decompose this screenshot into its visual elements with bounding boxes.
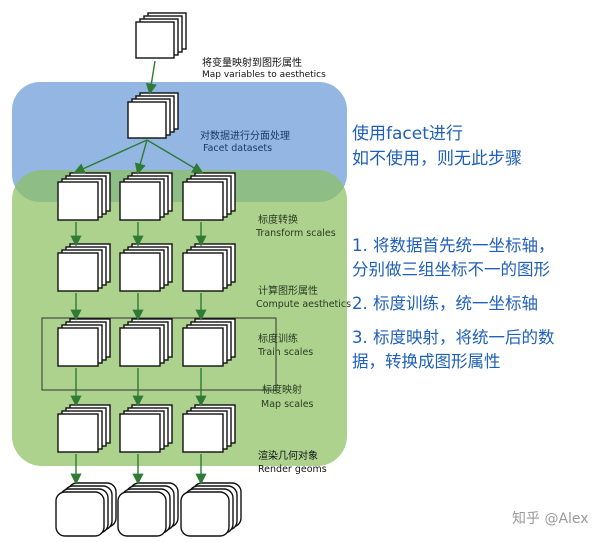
step-3: 3. 标度映射，将统一后的数 据，转换成图形属性	[352, 326, 555, 374]
step-1: 1. 将数据首先统一坐标轴， 分别做三组坐标不一的图形	[352, 234, 555, 282]
label-map-scales-en: Map scales	[261, 399, 314, 410]
label-facet-datasets: 对数据进行分面处理 Facet datasets	[200, 129, 290, 154]
pipeline-arrows	[70, 60, 207, 485]
step-2: 2. 标度训练，统一坐标轴	[352, 292, 555, 316]
arrow-raw-to-mapped	[145, 60, 157, 95]
step-1-line-1: 1. 将数据首先统一坐标轴，	[352, 236, 555, 255]
geom-stack-1	[55, 482, 117, 537]
label-transform-scales-zh: 标度转换	[258, 213, 298, 226]
label-compute-aesthetics: 计算图形属性 Compute aesthetics	[256, 284, 351, 310]
step-2-line-1: 2. 标度训练，统一坐标轴	[352, 294, 538, 313]
label-map-scales: 标度映射 Map scales	[261, 383, 314, 410]
transform-stack-3	[182, 172, 236, 221]
label-render-geoms-en: Render geoms	[258, 464, 327, 475]
compute-stack-1	[57, 243, 111, 292]
train-stack-2	[119, 318, 173, 367]
label-compute-aesthetics-zh: 计算图形属性	[258, 284, 318, 297]
facet-note-line2: 如不使用，则无此步骤	[352, 149, 522, 169]
compute-stack-3	[182, 243, 236, 292]
arrow-facet-3	[146, 139, 204, 174]
train-stack-3	[182, 318, 236, 367]
facet-note: 使用facet进行 如不使用，则无此步骤	[352, 122, 522, 172]
raw-data-stack	[135, 12, 187, 59]
label-map-variables: 将变量映射到图形属性 Map variables to aesthetics	[202, 56, 326, 80]
arrow-facet-2	[134, 139, 148, 175]
label-map-scales-zh: 标度映射	[262, 383, 302, 396]
label-map-variables-zh: 将变量映射到图形属性	[202, 56, 302, 69]
mapped-data-stack	[127, 92, 179, 139]
geom-stack-3	[180, 482, 242, 537]
steps-list: 1. 将数据首先统一坐标轴， 分别做三组坐标不一的图形 2. 标度训练，统一坐标…	[352, 234, 555, 374]
label-render-geoms: 渲染几何对象 Render geoms	[258, 449, 327, 475]
label-map-variables-en: Map variables to aesthetics	[202, 70, 326, 80]
arrow-facet-1	[73, 139, 148, 174]
facet-note-line1: 使用facet进行	[352, 124, 463, 144]
label-train-scales-en: Train scales	[257, 347, 313, 358]
label-transform-scales: 标度转换 Transform scales	[255, 213, 336, 239]
label-facet-datasets-en: Facet datasets	[203, 143, 272, 154]
step-3-line-1: 3. 标度映射，将统一后的数	[352, 328, 555, 347]
label-train-scales-zh: 标度训练	[258, 332, 298, 345]
label-render-geoms-zh: 渲染几何对象	[258, 449, 318, 462]
watermark: 知乎 @Alex	[512, 511, 589, 527]
step-3-line-2: 据，转换成图形属性	[352, 352, 501, 371]
geom-stack-2	[117, 482, 179, 537]
mapped-scales-stack-1	[57, 404, 111, 453]
label-transform-scales-en: Transform scales	[255, 228, 336, 239]
compute-stack-2	[119, 243, 173, 292]
label-compute-aesthetics-en: Compute aesthetics	[256, 299, 351, 310]
transform-stack-1	[57, 172, 111, 221]
data-stacks	[55, 12, 242, 537]
label-train-scales: 标度训练 Train scales	[257, 332, 313, 358]
transform-stack-2	[119, 172, 173, 221]
train-stack-1	[57, 318, 111, 367]
step-1-line-2: 分别做三组坐标不一的图形	[352, 260, 550, 279]
mapped-scales-stack-2	[119, 404, 173, 453]
mapped-scales-stack-3	[182, 404, 236, 453]
train-map-scales-frame	[41, 317, 277, 391]
label-facet-datasets-zh: 对数据进行分面处理	[200, 129, 290, 142]
